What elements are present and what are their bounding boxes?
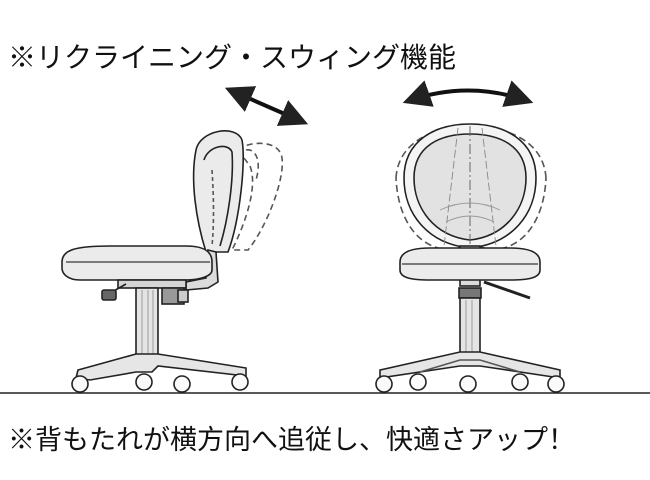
seat-mechanism [117,279,187,289]
seat-cushion [61,245,213,281]
gas-lift-column [135,287,159,357]
backrest [192,130,245,253]
recline-arrow [224,86,309,126]
casters [71,373,249,393]
gas-lift-column-rear [459,297,481,357]
chair-base [75,353,247,381]
feature-title: ※リクライニング・スウィング機能 [8,41,457,74]
height-lever-rear [483,280,531,300]
feature-description: ※背もたれが横方向へ追従し、快適さアップ！ [8,425,575,456]
back-view-chair [375,80,565,393]
side-view-chair [61,86,309,393]
swing-arrow [402,80,534,107]
casters-rear [375,373,565,393]
reclined-backrest-outline [230,142,284,251]
chair-base-rear [379,351,561,379]
